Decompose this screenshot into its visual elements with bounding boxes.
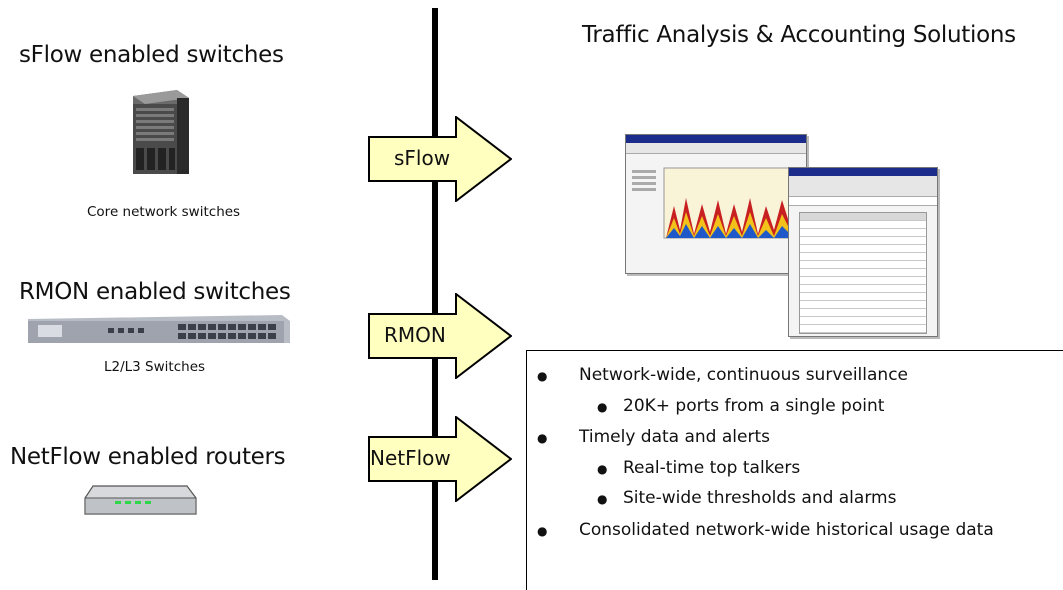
rmon-caption: L2/L3 Switches xyxy=(104,359,206,375)
center-divider xyxy=(432,8,438,580)
traffic-analysis-screenshot xyxy=(625,134,945,339)
bullet-1: Network-wide, continuous surveillance xyxy=(579,365,909,385)
front-window xyxy=(788,167,938,337)
netflow-arrow-label: NetFlow xyxy=(370,446,451,470)
netflow-heading: NetFlow enabled routers xyxy=(10,444,286,470)
bullet-2-sub-1: Real-time top talkers xyxy=(623,458,801,478)
rack-switch-icon xyxy=(28,313,290,347)
bullet-dot: ● xyxy=(537,369,548,383)
sflow-arrow: sFlow xyxy=(368,116,512,202)
rmon-arrow-label: RMON xyxy=(384,323,446,347)
back-window xyxy=(625,134,807,274)
sflow-caption: Core network switches xyxy=(87,204,241,220)
right-heading: Traffic Analysis & Accounting Solutions xyxy=(582,22,1016,48)
bullet-2-sub-2: Site-wide thresholds and alarms xyxy=(623,488,897,508)
bullet-dot: ● xyxy=(537,431,548,445)
sub-bullet-dot: ● xyxy=(597,400,608,414)
features-box: ● Network-wide, continuous surveillance … xyxy=(526,350,1063,590)
sflow-heading: sFlow enabled switches xyxy=(19,42,284,68)
bullet-dot: ● xyxy=(537,524,548,538)
rmon-heading: RMON enabled switches xyxy=(19,279,291,305)
sub-bullet-dot: ● xyxy=(597,492,608,506)
sflow-arrow-label: sFlow xyxy=(394,146,451,170)
router-icon xyxy=(83,484,198,518)
sub-bullet-dot: ● xyxy=(597,462,608,476)
bullet-2: Timely data and alerts xyxy=(579,427,770,447)
bullet-3: Consolidated network-wide historical usa… xyxy=(579,520,994,540)
core-switch-icon xyxy=(127,84,193,178)
netflow-arrow: NetFlow xyxy=(368,416,512,502)
bullet-1-sub-1: 20K+ ports from a single point xyxy=(623,396,885,416)
rmon-arrow: RMON xyxy=(368,293,512,379)
